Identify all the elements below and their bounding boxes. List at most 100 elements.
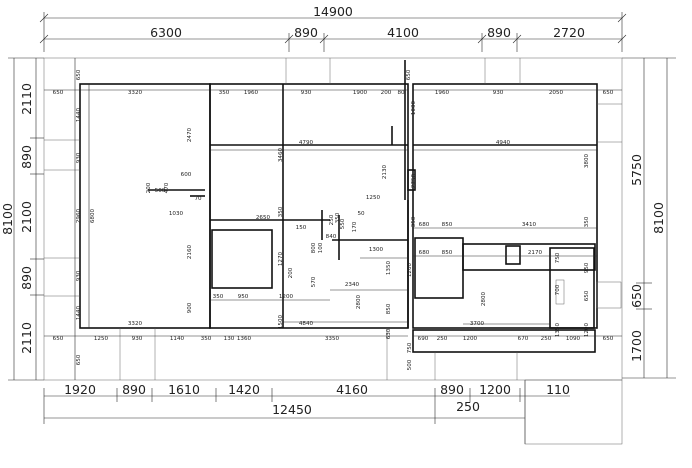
r2-h-800: 800 bbox=[311, 242, 317, 253]
r3-w-680: 680 bbox=[419, 222, 430, 228]
top-dim-5: 2720 bbox=[553, 25, 585, 40]
r1-wall-height-b: 1440 bbox=[76, 305, 82, 320]
r2-w-50: 50 bbox=[357, 211, 365, 217]
r1-h2: 930 bbox=[76, 270, 82, 281]
r2-h-1500: 1500 bbox=[278, 314, 284, 329]
r2-w-1030: 1030 bbox=[169, 211, 184, 217]
r3-h-350: 350 bbox=[411, 216, 417, 227]
r1-top-margin: 650 bbox=[76, 69, 82, 80]
right-overall-dimension: 8100 bbox=[651, 202, 666, 234]
r1-mid-height: 2960 bbox=[76, 208, 82, 223]
bottom-dim-1: 1920 bbox=[64, 382, 96, 397]
r1-b-seg1: 1250 bbox=[94, 336, 109, 342]
r3-b-650: 650 bbox=[603, 336, 614, 342]
r2-h-2160: 2160 bbox=[187, 244, 193, 259]
r3-h-750b: 750 bbox=[407, 342, 413, 353]
building-walls bbox=[43, 57, 623, 381]
r1-b-seg3: 1140 bbox=[170, 336, 185, 342]
r2-depth-470: 470 bbox=[164, 182, 170, 193]
r2-w-3350: 3350 bbox=[325, 336, 340, 342]
right-dim-2: 650 bbox=[629, 284, 644, 308]
r2-depth-500: 500 bbox=[155, 188, 166, 194]
r3-top-2050: 2050 bbox=[549, 90, 564, 96]
r2-w-150: 150 bbox=[296, 225, 307, 231]
bottom-dim-3: 1610 bbox=[168, 382, 200, 397]
r2-b-1360: 1360 bbox=[237, 336, 252, 342]
r3-h-1200: 1200 bbox=[407, 262, 413, 277]
top-dim-1: 6300 bbox=[150, 25, 182, 40]
left-dim-1: 2110 bbox=[19, 83, 34, 115]
r3-w-2170: 2170 bbox=[528, 250, 543, 256]
bottom-dim-8: 110 bbox=[546, 382, 570, 397]
left-dim-4: 890 bbox=[19, 266, 34, 290]
r3-b-1090: 1090 bbox=[566, 336, 581, 342]
r2-h-2800: 2800 bbox=[356, 294, 362, 309]
r3-b-690: 690 bbox=[418, 336, 429, 342]
bottom-dim-6: 890 bbox=[440, 382, 464, 397]
r3-w-3700: 3700 bbox=[470, 321, 485, 327]
left-dim-5: 2110 bbox=[19, 322, 34, 354]
room-3-dimensions: 1960 930 2050 650 1000 4940 3800 2750 68… bbox=[407, 89, 622, 370]
right-dim-1: 5750 bbox=[629, 154, 644, 186]
r1-left-margin: 650 bbox=[53, 90, 64, 96]
r2-h-200: 200 bbox=[288, 267, 294, 278]
r2-b-130: 130 bbox=[224, 336, 235, 342]
bottom-dim-2: 890 bbox=[122, 382, 146, 397]
r3-b-1200: 1200 bbox=[463, 336, 478, 342]
r1-b-seg4: 650 bbox=[76, 354, 82, 365]
top-dim-2: 890 bbox=[294, 25, 318, 40]
r3-b-670: 670 bbox=[518, 336, 529, 342]
r2-b-350: 350 bbox=[201, 336, 212, 342]
left-dimension-chain: 8100 2110 890 2100 890 2110 bbox=[0, 57, 44, 381]
r2-top-1900: 1900 bbox=[353, 90, 368, 96]
top-overall-dimension: 14900 bbox=[313, 4, 353, 19]
r2-h-3460: 3460 bbox=[278, 147, 284, 162]
r3-w-850b: 850 bbox=[442, 250, 453, 256]
r2-h-2130: 2130 bbox=[382, 164, 388, 179]
r2-w-70: 70 bbox=[194, 196, 202, 202]
r2-w-4840: 4840 bbox=[299, 321, 314, 327]
left-dim-3: 2100 bbox=[19, 201, 34, 233]
r2-w-2650: 2650 bbox=[256, 215, 271, 221]
r3-b-250c: 250 bbox=[541, 336, 552, 342]
r2-w-950: 950 bbox=[238, 294, 249, 300]
r2-right-650: 650 bbox=[406, 69, 412, 80]
r3-top-1960: 1960 bbox=[435, 90, 450, 96]
r2-h-850: 850 bbox=[386, 303, 392, 314]
r3-w-4940: 4940 bbox=[496, 140, 511, 146]
r2-gap-2470: 2470 bbox=[187, 127, 193, 142]
r3-h-1350: 1350 bbox=[555, 322, 561, 337]
r2-h-630: 630 bbox=[386, 328, 392, 339]
bottom-dim-4: 1420 bbox=[228, 382, 260, 397]
r2-top-200: 200 bbox=[381, 90, 392, 96]
r1-width-bottom: 3320 bbox=[128, 321, 143, 327]
r1-width: 3320 bbox=[128, 90, 143, 96]
r2-h-1350: 1350 bbox=[386, 260, 392, 275]
r3-w-3410: 3410 bbox=[522, 222, 537, 228]
r2-h-1270: 1270 bbox=[278, 251, 284, 266]
left-dim-2: 890 bbox=[19, 145, 34, 169]
r3-h-500: 500 bbox=[407, 359, 413, 370]
bottom-dimension-chain: 1920 890 1610 1420 4160 890 1200 110 124… bbox=[43, 379, 623, 445]
r3-h-3800: 3800 bbox=[584, 153, 590, 168]
top-dimension-chain: 14900 6300 890 4100 890 2720 bbox=[39, 4, 627, 52]
r2-w-1200: 1200 bbox=[279, 294, 294, 300]
r3-w-850: 850 bbox=[442, 222, 453, 228]
r2-top-1960: 1960 bbox=[244, 90, 259, 96]
r2-w-350b: 350 bbox=[213, 294, 224, 300]
r2-top-80: 80 bbox=[397, 90, 405, 96]
r3-h-2750: 2750 bbox=[411, 173, 417, 188]
r3-b-250: 250 bbox=[437, 336, 448, 342]
r2-h-170: 170 bbox=[352, 221, 358, 232]
r3-right-650: 650 bbox=[603, 90, 614, 96]
r2-depth-600: 600 bbox=[181, 172, 192, 178]
r2-w-840: 840 bbox=[326, 234, 337, 240]
r3-h-2800: 2800 bbox=[481, 291, 487, 306]
right-dim-3: 1700 bbox=[629, 330, 644, 362]
bottom-dim-5: 4160 bbox=[336, 382, 368, 397]
r2-h-100: 100 bbox=[318, 242, 324, 253]
r2-top-350: 350 bbox=[219, 90, 230, 96]
r1-wall-height: 1440 bbox=[76, 107, 82, 122]
r1-h1: 930 bbox=[76, 152, 82, 163]
